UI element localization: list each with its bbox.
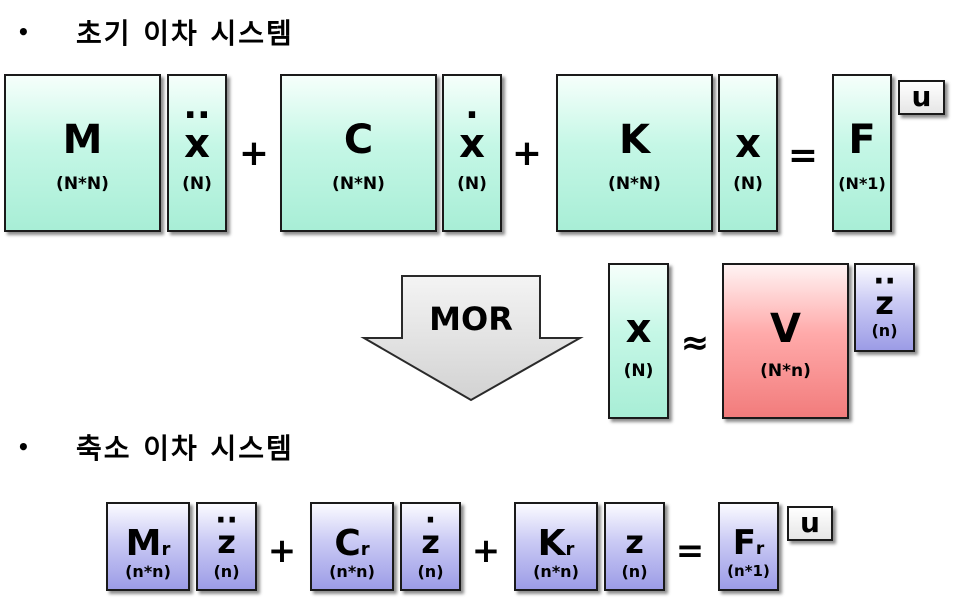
matrix-Cr-symbol: Cr: [312, 526, 392, 562]
vector-z-dot-dim: (n): [417, 562, 444, 581]
mor-vector-z-ddot-dots: ··: [873, 264, 896, 299]
matrix-Cr-subscript: r: [360, 539, 370, 560]
vector-z-dot-symbol: z: [421, 523, 440, 561]
matrix-V-dim: (N*n): [760, 361, 811, 381]
vector-z-dot: · z (n): [400, 502, 461, 591]
equals-operator: =: [787, 135, 819, 176]
vector-Fr: Fr (n*1): [718, 502, 779, 591]
vector-x-ddot-dots: ··: [183, 95, 211, 136]
vector-z-dot-dot: ·: [424, 503, 437, 538]
vector-x-dim: (N): [733, 174, 763, 194]
vector-F-dim: (N*1): [838, 174, 886, 193]
vector-F-symbol: F: [848, 117, 876, 163]
matrix-Cr-letter: C: [334, 523, 361, 564]
mor-vector-x-dim: (N): [623, 361, 654, 381]
vector-x-dot-symbol: x: [459, 121, 485, 167]
mor-arrow: [360, 275, 584, 402]
matrix-V: V (N*n): [722, 263, 849, 419]
matrix-K-symbol: K: [619, 117, 650, 163]
matrix-C: C (N*N): [280, 74, 437, 232]
matrix-C-symbol: C: [343, 117, 374, 163]
matrix-V-symbol: V: [770, 306, 801, 352]
matrix-Kr: Kr (n*n): [514, 502, 598, 591]
heading-original-system: 초기 이차 시스템: [76, 17, 294, 50]
plus-operator: +: [267, 531, 297, 571]
vector-x-symbol: x: [735, 121, 761, 167]
vector-z-symbol: z: [625, 523, 644, 561]
vector-x-ddot-dim: (N): [182, 174, 212, 194]
input-u-symbol: u: [911, 80, 932, 113]
bullet-marker-reduced: •: [17, 435, 30, 459]
plus-operator: +: [511, 133, 543, 174]
mor-vector-z-ddot: ·· z (n): [854, 263, 915, 352]
vector-Fr-dim: (n*1): [727, 562, 770, 580]
vector-x: x (N): [718, 74, 778, 232]
matrix-M: M (N*N): [4, 74, 161, 232]
approx-operator: ≈: [680, 323, 710, 363]
matrix-M-dim: (N*N): [56, 174, 109, 194]
matrix-Cr: Cr (n*n): [310, 502, 394, 591]
matrix-Kr-symbol: Kr: [516, 526, 596, 562]
mor-vector-z-ddot-symbol: z: [875, 284, 894, 322]
equals-operator: =: [675, 531, 705, 571]
vector-Fr-letter: F: [732, 523, 756, 563]
matrix-K-dim: (N*N): [608, 174, 661, 194]
vector-F: F (N*1): [832, 74, 892, 232]
vector-Fr-subscript: r: [755, 539, 765, 559]
reduced-input-u: u: [787, 506, 833, 541]
plus-operator: +: [471, 531, 501, 571]
mor-label: MOR: [429, 300, 513, 338]
matrix-Kr-letter: K: [537, 523, 566, 564]
vector-z: z (n): [604, 502, 665, 591]
mor-arrow-shape: [360, 275, 584, 402]
vector-Fr-symbol: Fr: [720, 526, 777, 560]
plus-operator: +: [238, 133, 270, 174]
vector-x-dot-dot: ·: [465, 95, 479, 136]
matrix-Mr-dim: (n*n): [125, 562, 171, 581]
reduced-input-u-symbol: u: [800, 506, 820, 539]
matrix-K: K (N*N): [556, 74, 713, 232]
vector-x-dot: · x (N): [442, 74, 502, 232]
matrix-Mr-subscript: r: [161, 539, 171, 560]
mor-vector-x-symbol: x: [625, 306, 652, 352]
input-u: u: [898, 80, 945, 115]
vector-z-ddot-symbol: z: [217, 523, 236, 561]
matrix-Kr-dim: (n*n): [533, 562, 579, 581]
vector-z-dim: (n): [621, 562, 648, 581]
vector-z-ddot-dim: (n): [213, 562, 240, 581]
vector-x-dot-dim: (N): [457, 174, 487, 194]
vector-x-ddot: ·· x (N): [167, 74, 227, 232]
matrix-M-symbol: M: [62, 117, 103, 163]
matrix-C-dim: (N*N): [332, 174, 385, 194]
mor-vector-x: x (N): [608, 263, 669, 419]
matrix-Cr-dim: (n*n): [329, 562, 375, 581]
bullet-marker-original: •: [17, 20, 30, 44]
matrix-Mr-symbol: Mr: [108, 526, 188, 562]
vector-z-ddot: ·· z (n): [196, 502, 257, 591]
vector-z-ddot-dots: ··: [215, 503, 238, 538]
mor-vector-z-ddot-dim: (n): [871, 321, 898, 340]
heading-reduced-system: 축소 이차 시스템: [76, 432, 294, 465]
matrix-Kr-subscript: r: [565, 539, 575, 560]
matrix-Mr-letter: M: [125, 523, 162, 564]
vector-x-ddot-symbol: x: [184, 121, 210, 167]
matrix-Mr: Mr (n*n): [106, 502, 190, 591]
